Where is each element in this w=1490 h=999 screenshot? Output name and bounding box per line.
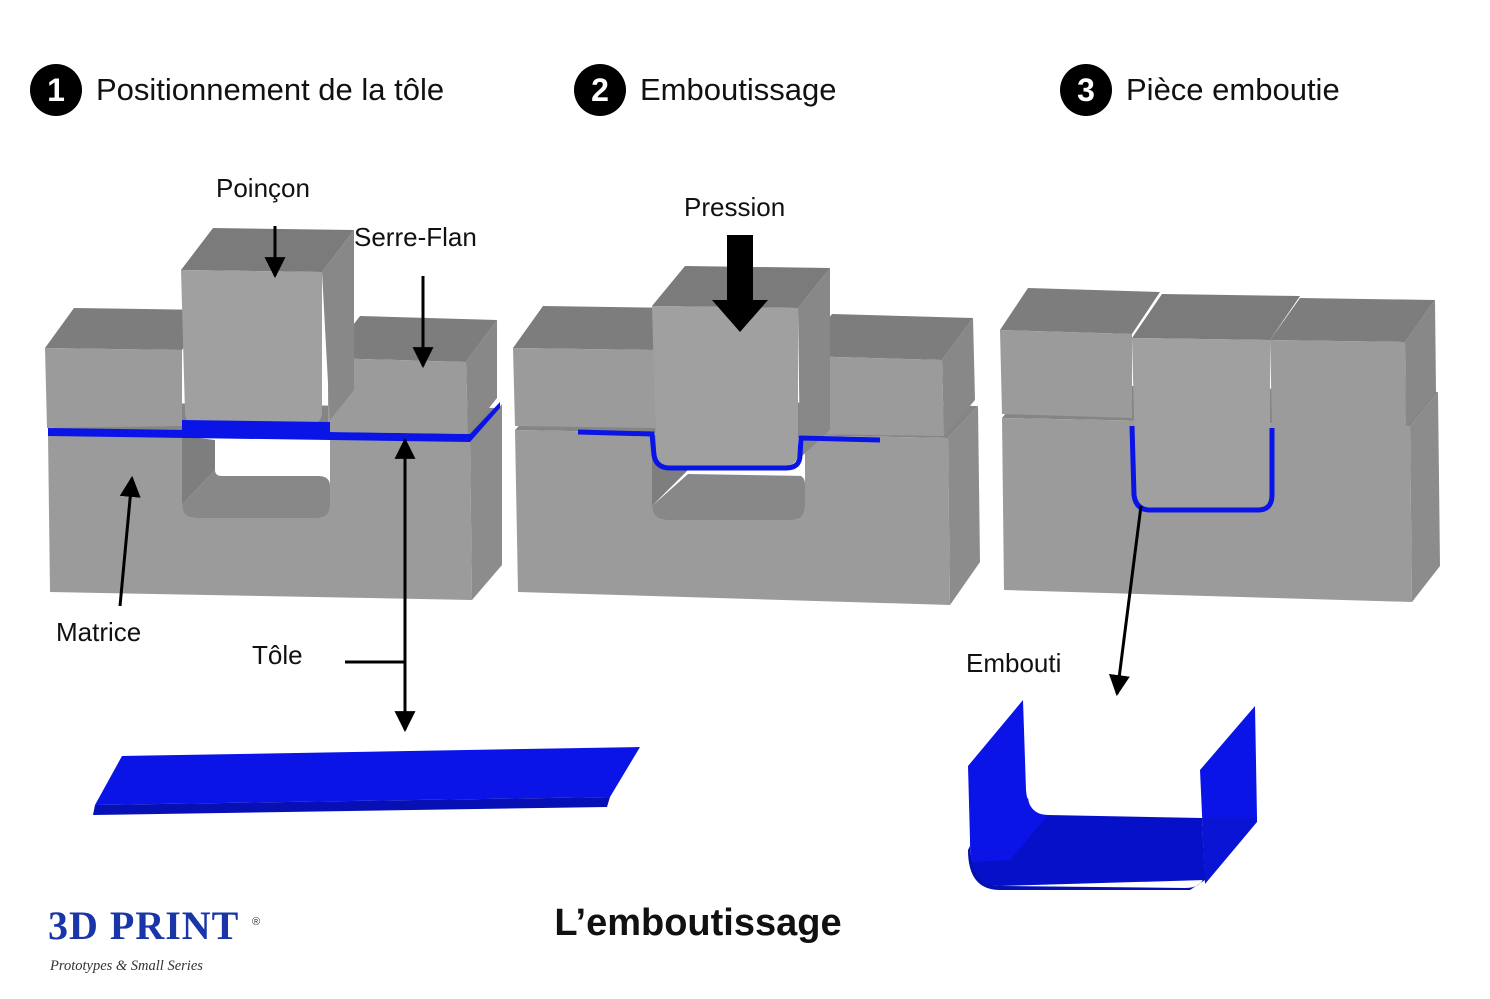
step-3-poincon xyxy=(1132,294,1300,508)
step-3-header: 3 Pièce emboutie xyxy=(1060,62,1340,118)
label-embouti: Embouti xyxy=(966,648,1062,678)
step-2-serre-flan-left xyxy=(513,306,683,428)
step-3-assembly xyxy=(1000,288,1440,602)
diagram-caption: L’emboutissage xyxy=(554,902,842,944)
step-1-number-badge: 1 xyxy=(30,64,82,116)
label-pression: Pression xyxy=(684,192,786,222)
label-matrice: Matrice xyxy=(56,617,142,647)
step-3-serre-flan-right xyxy=(1270,298,1436,426)
brand-logo: 3D PRINT ® Prototypes & Small Series xyxy=(48,906,278,978)
step-1-assembly xyxy=(45,228,502,600)
step-2-serre-flan-right xyxy=(800,314,975,436)
step-1-title: Positionnement de la tôle xyxy=(96,72,445,107)
step-1-poincon xyxy=(181,228,354,436)
step-1-serre-flan-right xyxy=(328,316,497,434)
logo-registered-mark: ® xyxy=(252,916,261,928)
label-tole: Tôle xyxy=(252,640,303,670)
logo-wordmark: 3D PRINT xyxy=(48,903,240,948)
step-1-serre-flan-left xyxy=(45,308,210,428)
logo-tagline: Prototypes & Small Series xyxy=(50,958,203,974)
embouti-part xyxy=(968,700,1257,890)
step-3-number-badge: 3 xyxy=(1060,64,1112,116)
step-2-poincon xyxy=(652,266,830,466)
pression-arrow-icon xyxy=(712,235,768,332)
step-2-title: Emboutissage xyxy=(640,72,837,107)
step-2-tole-deformed xyxy=(577,429,881,471)
step-1-tole-sheet xyxy=(48,402,500,442)
step-1-header: 1 Positionnement de la tôle xyxy=(30,62,444,118)
flat-tole-part xyxy=(93,747,640,815)
label-serre-flan: Serre-Flan xyxy=(354,222,477,252)
step-2-number-badge: 2 xyxy=(574,64,626,116)
step-3-tole-formed xyxy=(1129,425,1275,513)
step-3-serre-flan-left xyxy=(1000,288,1160,418)
step-2-assembly xyxy=(513,266,980,605)
label-poincon: Poinçon xyxy=(216,173,310,203)
step-3-title: Pièce emboutie xyxy=(1126,72,1340,107)
step-2-header: 2 Emboutissage xyxy=(574,62,836,118)
embouti-arrow xyxy=(1108,505,1143,697)
step-2-matrice xyxy=(515,398,980,605)
matrice-arrow xyxy=(118,475,141,607)
